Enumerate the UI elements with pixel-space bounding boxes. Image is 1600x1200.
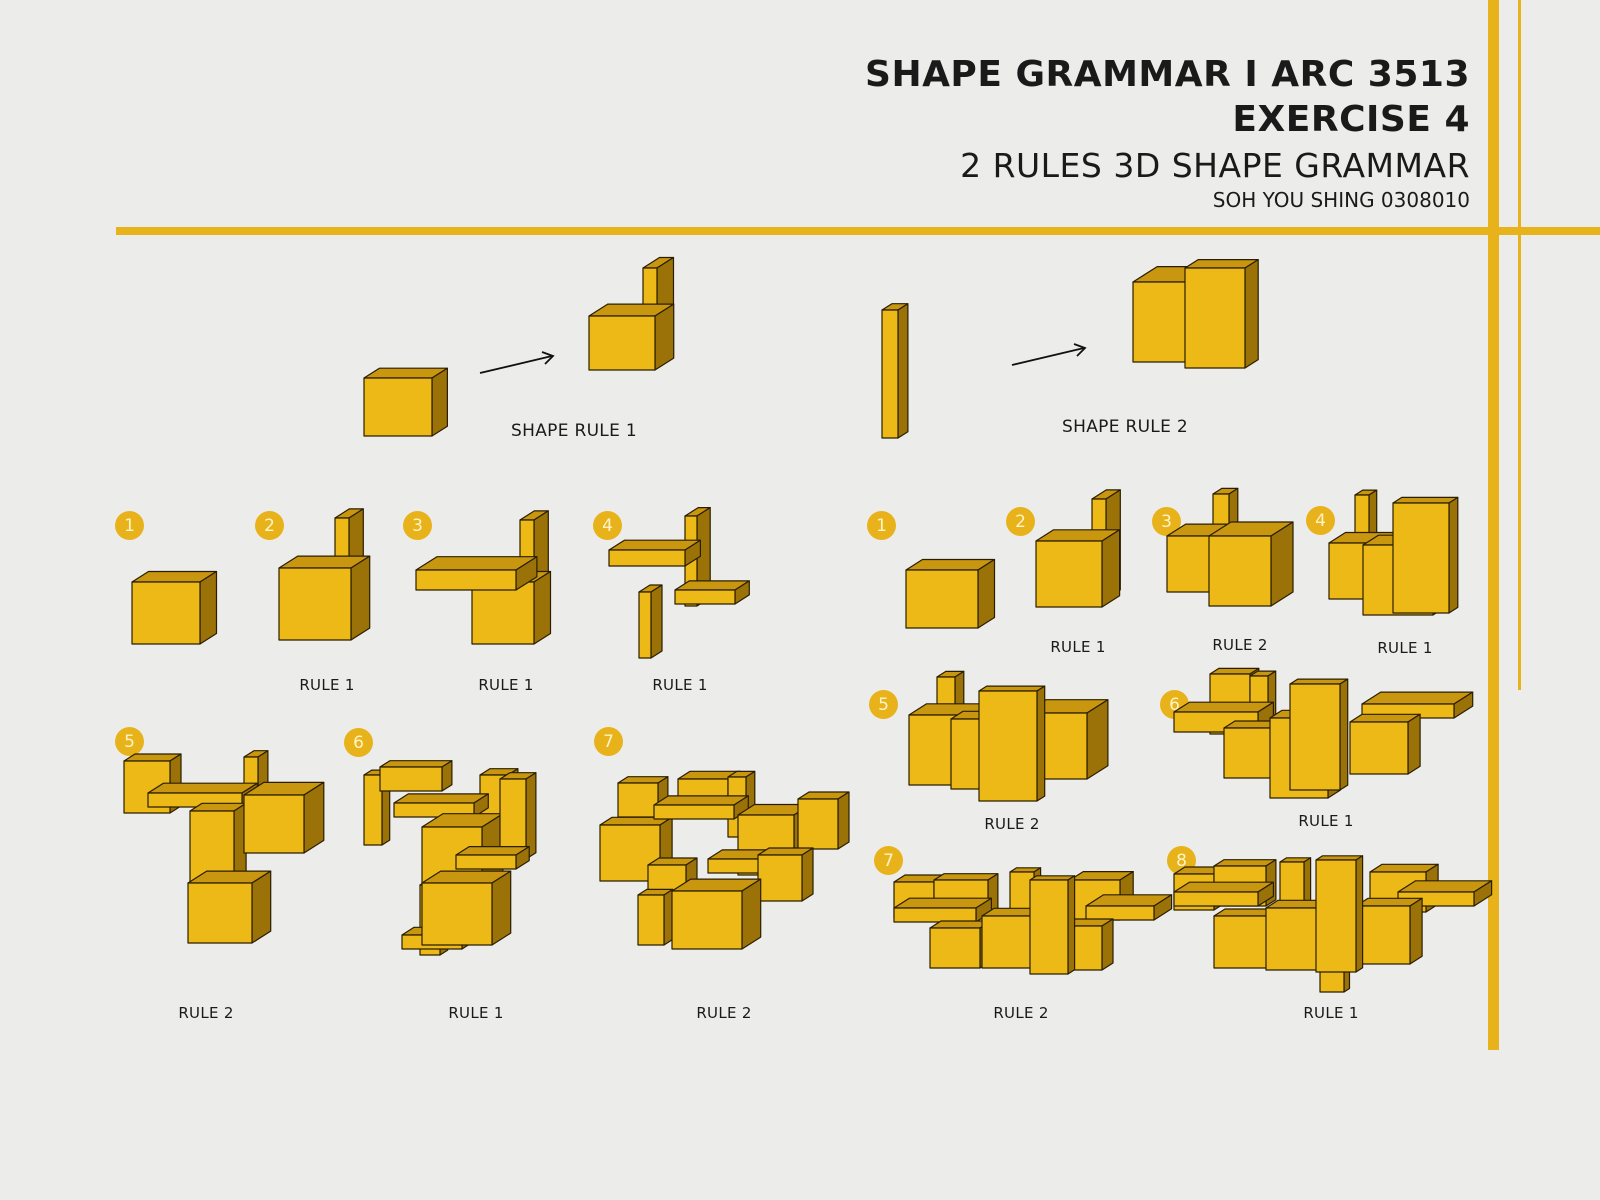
right-step-3-model	[1166, 487, 1294, 607]
title-line-2: EXERCISE 4	[1232, 99, 1470, 140]
step-number-badge: 6	[344, 728, 373, 757]
step-number-badge: 3	[403, 511, 432, 540]
left-step-3-model	[415, 510, 552, 645]
horizontal-divider	[116, 227, 1600, 235]
left-step-4-label: RULE 1	[652, 676, 708, 694]
cube	[757, 847, 814, 902]
cube	[363, 367, 449, 437]
slab-vertical	[978, 685, 1046, 802]
left-step-4-model	[608, 506, 750, 659]
shape-rule-1-label: SHAPE RULE 1	[511, 421, 637, 441]
cube	[421, 870, 512, 946]
left-step-1-model	[131, 570, 218, 645]
slab-horizontal	[608, 539, 702, 567]
right-step-8-model	[1173, 855, 1493, 993]
right-step-7-label: RULE 2	[993, 1004, 1049, 1022]
slab-horizontal	[653, 795, 749, 820]
slab-vertical	[1315, 855, 1364, 973]
step-number-badge: 5	[115, 727, 144, 756]
left-step-2-model	[278, 508, 371, 641]
slab-vertical	[1184, 259, 1259, 369]
left-step-7-model	[599, 770, 850, 950]
slab-vertical	[638, 584, 663, 659]
right-step-2-label: RULE 1	[1050, 638, 1106, 656]
left-step-6-label: RULE 1	[448, 1004, 504, 1022]
subtitle: 2 RULES 3D SHAPE GRAMMAR	[960, 146, 1470, 185]
left-step-5-label: RULE 2	[178, 1004, 234, 1022]
slab-horizontal	[1173, 881, 1275, 907]
step-number-badge: 4	[593, 511, 622, 540]
step-number-badge: 2	[1006, 507, 1035, 536]
step-number-badge: 1	[115, 511, 144, 540]
cube	[905, 558, 996, 629]
right-step-6-model	[1173, 667, 1474, 799]
shape-rule-2-before	[881, 303, 909, 439]
shape-rule-2-after	[1132, 259, 1259, 369]
cube	[797, 791, 850, 850]
right-step-5-label: RULE 2	[984, 815, 1040, 833]
step-number-badge: 4	[1306, 506, 1335, 535]
right-step-4-model	[1328, 489, 1459, 616]
right-step-1-model	[905, 558, 996, 629]
slab-horizontal	[415, 556, 538, 591]
cube	[278, 555, 371, 641]
slab-horizontal	[893, 897, 993, 923]
cube	[1355, 897, 1423, 965]
right-step-3-label: RULE 2	[1212, 636, 1268, 654]
slab-vertical	[1392, 496, 1459, 614]
left-step-6-model	[363, 760, 537, 956]
cube	[243, 781, 325, 854]
left-step-2-label: RULE 1	[299, 676, 355, 694]
step-number-badge: 1	[867, 511, 896, 540]
right-step-6-label: RULE 1	[1298, 812, 1354, 830]
right-step-8-label: RULE 1	[1303, 1004, 1359, 1022]
step-number-badge: 7	[594, 727, 623, 756]
step-number-badge: 5	[869, 690, 898, 719]
left-step-3-label: RULE 1	[478, 676, 534, 694]
cube	[588, 303, 675, 371]
slab-horizontal	[674, 580, 750, 605]
step-number-badge: 2	[255, 511, 284, 540]
slab-vertical	[1029, 875, 1076, 975]
left-step-7-label: RULE 2	[696, 1004, 752, 1022]
left-step-5-model	[123, 750, 325, 944]
slab-horizontal	[379, 760, 453, 792]
slab-vertical	[881, 303, 909, 439]
shape-rule-1-after	[588, 256, 675, 371]
cube	[671, 878, 762, 950]
right-step-2-model	[1035, 489, 1121, 608]
right-step-5-model	[908, 670, 1109, 802]
slab-vertical	[1289, 678, 1349, 791]
step-number-badge: 7	[874, 846, 903, 875]
shape-rule-2-label: SHAPE RULE 2	[1062, 417, 1188, 437]
author: SOH YOU SHING 0308010	[1212, 188, 1470, 212]
cube	[1349, 713, 1421, 775]
right-step-7-model	[893, 867, 1173, 975]
cube	[1208, 521, 1294, 607]
slab-horizontal	[455, 845, 530, 870]
shape-rule-2-arrow	[1011, 343, 1087, 366]
vertical-divider-thin	[1518, 0, 1521, 690]
slab-horizontal	[1085, 894, 1173, 921]
cube	[131, 570, 218, 645]
shape-rule-1-before	[363, 367, 449, 437]
cube	[1035, 529, 1121, 608]
cube	[187, 870, 272, 944]
vertical-divider-thick	[1488, 0, 1499, 1050]
slab-vertical	[637, 888, 674, 946]
shape-rule-1-arrow	[479, 351, 555, 374]
title-line-1: SHAPE GRAMMAR I ARC 3513	[865, 54, 1470, 95]
right-step-4-label: RULE 1	[1377, 639, 1433, 657]
